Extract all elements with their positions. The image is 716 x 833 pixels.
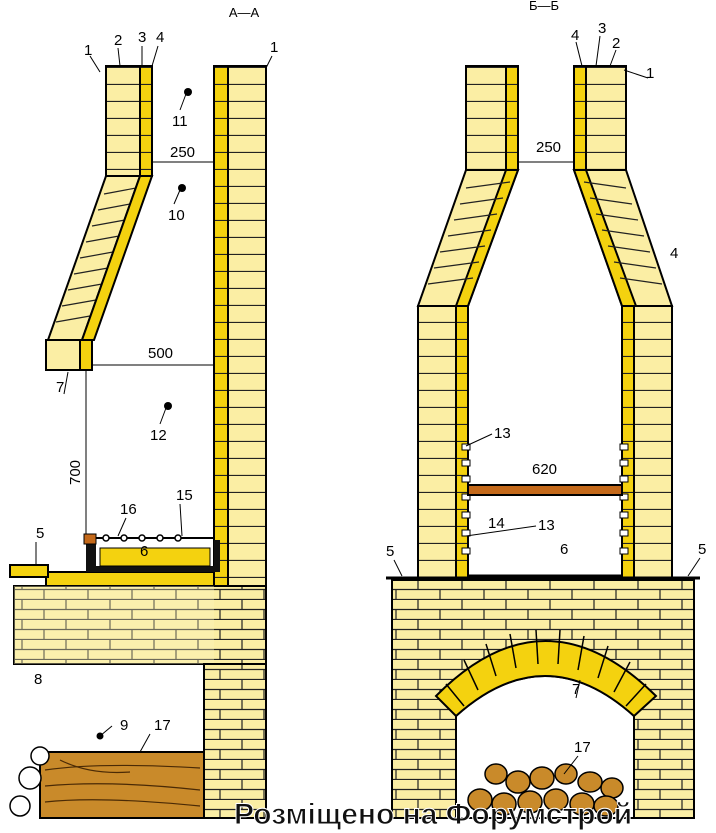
section-b-b xyxy=(386,65,700,819)
label-5b-right: 5 xyxy=(698,541,706,558)
chimney-sloped-lining xyxy=(80,175,154,341)
back-wall-lining xyxy=(213,65,229,587)
label-14: 14 xyxy=(488,515,505,532)
label-7-right: 7 xyxy=(572,681,580,698)
label-3: 3 xyxy=(138,29,146,46)
left-chimney-top xyxy=(465,65,507,171)
label-4: 4 xyxy=(156,29,164,46)
label-5-left: 5 xyxy=(36,525,44,542)
label-12: 12 xyxy=(150,427,167,444)
label-5a-right: 5 xyxy=(386,543,394,560)
label-1a: 1 xyxy=(84,42,92,59)
firebox-floor-lining xyxy=(45,571,215,587)
label-2: 2 xyxy=(114,32,122,49)
lintel-brick xyxy=(45,339,81,371)
label-17-right: 17 xyxy=(574,739,591,756)
label-15: 15 xyxy=(176,487,193,504)
label-3-right: 3 xyxy=(598,20,606,37)
section-a-a xyxy=(9,65,267,819)
label-13b: 13 xyxy=(538,517,555,534)
section-title-a-a: А—А xyxy=(229,5,260,20)
chimney-front-lining-upper xyxy=(139,65,153,177)
dim-620: 620 xyxy=(532,461,557,478)
support-wall xyxy=(203,663,267,819)
label-2-right: 2 xyxy=(612,35,620,52)
label-7-left: 7 xyxy=(56,379,64,396)
label-16: 16 xyxy=(120,501,137,518)
dim-250-left: 250 xyxy=(170,144,195,161)
ash-pan-bricks xyxy=(99,547,211,567)
right-chimney-top xyxy=(585,65,627,171)
dim-250-right: 250 xyxy=(536,139,561,156)
firebox-left-wall xyxy=(417,305,457,579)
section-title-b-b: Б—Б xyxy=(529,0,559,13)
dim-700: 700 xyxy=(67,460,84,485)
label-1-right: 1 xyxy=(646,65,654,82)
label-6-right: 6 xyxy=(560,541,568,558)
base-masonry xyxy=(13,585,267,665)
firebox-right-wall xyxy=(633,305,673,579)
label-13a: 13 xyxy=(494,425,511,442)
dim-500: 500 xyxy=(148,345,173,362)
watermark-text: Розміщено на Форумстрой xyxy=(234,798,632,831)
label-8: 8 xyxy=(34,671,42,688)
label-17-left: 17 xyxy=(154,717,171,734)
label-4b-right: 4 xyxy=(670,245,678,262)
fire-tray xyxy=(86,540,220,572)
label-9: 9 xyxy=(120,717,128,734)
lintel-lining xyxy=(79,339,93,371)
label-11: 11 xyxy=(172,113,188,130)
label-6-left: 6 xyxy=(140,543,148,560)
firewood-pile xyxy=(467,763,624,817)
grill-grate xyxy=(467,484,623,496)
chimney-front-wall-upper xyxy=(105,65,141,177)
label-10: 10 xyxy=(168,207,185,224)
countertop xyxy=(9,564,49,578)
label-1b: 1 xyxy=(270,39,278,56)
label-4a-right: 4 xyxy=(571,27,579,44)
